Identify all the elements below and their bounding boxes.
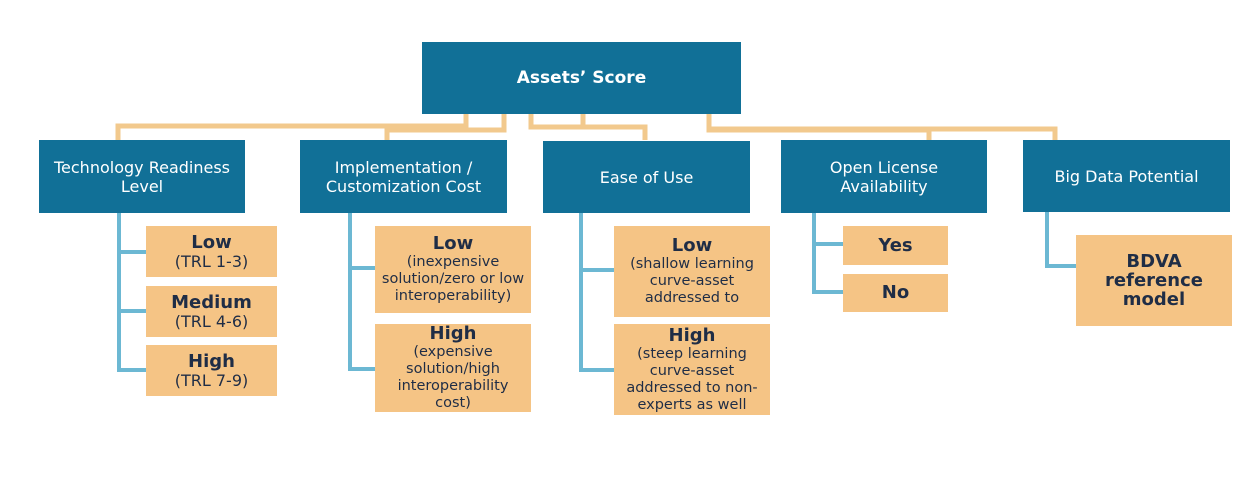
category-implementation-cost: Implementation / Customization Cost bbox=[300, 140, 507, 213]
option-title: Low bbox=[191, 231, 232, 253]
option-trl-medium: Medium (TRL 4-6) bbox=[146, 286, 277, 337]
category-label: Big Data Potential bbox=[1054, 166, 1199, 186]
option-license-yes: Yes bbox=[843, 226, 948, 265]
category-label: Technology Readiness Level bbox=[53, 157, 230, 196]
root-node: Assets’ Score bbox=[422, 42, 741, 114]
option-title: High bbox=[188, 350, 235, 372]
category-big-data-potential: Big Data Potential bbox=[1023, 140, 1230, 212]
category-label: Implementation / Customization Cost bbox=[325, 157, 482, 196]
option-title: BDVA reference model bbox=[1105, 251, 1203, 310]
option-detail: (TRL 7-9) bbox=[174, 370, 249, 390]
option-title: Yes bbox=[878, 234, 913, 256]
option-title: Medium bbox=[171, 291, 252, 313]
option-detail: (TRL 4-6) bbox=[174, 311, 249, 331]
category-label: Open License Availability bbox=[829, 157, 939, 196]
option-cost-low: Low (inexpensive solution/zero or low in… bbox=[375, 226, 531, 313]
option-title: Low bbox=[432, 233, 474, 254]
option-ease-low: Low (shallow learning curve-asset addres… bbox=[614, 226, 770, 317]
option-title: High bbox=[668, 324, 716, 346]
option-bdva-reference-model: BDVA reference model bbox=[1076, 235, 1232, 326]
option-detail: (inexpensive solution/zero or low intero… bbox=[381, 254, 525, 304]
option-cost-high: High (expensive solution/high interopera… bbox=[375, 324, 531, 412]
option-ease-high: High (steep learning curve-asset address… bbox=[614, 324, 770, 415]
category-label: Ease of Use bbox=[599, 167, 694, 187]
option-trl-high: High (TRL 7-9) bbox=[146, 345, 277, 396]
option-trl-low: Low (TRL 1-3) bbox=[146, 226, 277, 277]
option-detail: (expensive solution/high interoperabilit… bbox=[397, 344, 509, 411]
category-ease-of-use: Ease of Use bbox=[543, 141, 750, 213]
option-title: Low bbox=[671, 235, 713, 256]
root-label: Assets’ Score bbox=[516, 68, 647, 88]
option-license-no: No bbox=[843, 274, 948, 312]
category-open-license: Open License Availability bbox=[781, 140, 987, 213]
option-detail: (TRL 1-3) bbox=[174, 251, 249, 271]
category-technology-readiness: Technology Readiness Level bbox=[39, 140, 245, 213]
option-title: No bbox=[881, 282, 910, 303]
option-detail: (shallow learning curve-asset addressed … bbox=[630, 256, 754, 306]
option-title: High bbox=[429, 323, 477, 344]
option-detail: (steep learning curve-asset addressed to… bbox=[626, 345, 758, 413]
